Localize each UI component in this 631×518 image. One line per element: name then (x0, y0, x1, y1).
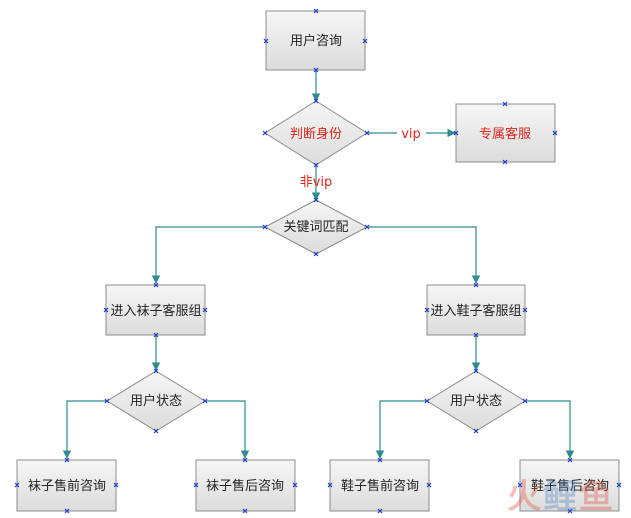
connection-anchor (552, 130, 558, 136)
edge-shoe-status-post (525, 400, 575, 459)
connection-anchor (242, 457, 248, 463)
connection-anchor (202, 398, 208, 404)
connection-anchor (263, 38, 269, 44)
node-sock-status[interactable]: 用户状态 (106, 370, 206, 432)
connection-anchor (313, 197, 319, 203)
connection-anchor (473, 282, 479, 288)
node-shoe-pre-label: 鞋子售前咨询 (341, 478, 419, 494)
node-consult-label: 用户咨询 (290, 33, 342, 49)
watermark-logo: 火鲤鱼 (507, 469, 615, 518)
node-sock-group[interactable]: 进入袜子客服组 (105, 284, 206, 336)
connection-anchor (64, 508, 70, 514)
connection-anchor (364, 224, 370, 230)
connection-anchor (103, 307, 109, 313)
edge-sock-status-pre (62, 400, 107, 459)
node-sock-status-label: 用户状态 (130, 393, 182, 409)
connection-anchor (473, 428, 479, 434)
connection-anchor (426, 482, 432, 488)
connection-anchor (262, 224, 268, 230)
edge-shoe-status-pre (375, 400, 427, 459)
node-consult[interactable]: 用户咨询 (265, 10, 366, 71)
node-shoe-group-label: 进入鞋子客服组 (430, 303, 521, 319)
connection-anchor (517, 482, 523, 488)
connection-anchor (193, 482, 199, 488)
connection-anchor (202, 307, 208, 313)
node-sock-pre[interactable]: 袜子售前咨询 (16, 459, 117, 512)
connection-anchor (377, 508, 383, 514)
connection-anchor (424, 398, 430, 404)
node-shoe-post-label: 鞋子售后咨询 (531, 478, 609, 494)
node-identity[interactable]: 判断身份 (264, 100, 368, 166)
node-shoe-pre[interactable]: 鞋子售前咨询 (329, 459, 430, 512)
node-sock-post-label: 袜子售后咨询 (206, 478, 284, 494)
node-identity-label: 判断身份 (290, 126, 342, 142)
edge-keyword-shoe-group (367, 226, 481, 284)
connection-anchor (113, 482, 119, 488)
connection-anchor (522, 398, 528, 404)
node-sock-group-label: 进入袜子客服组 (110, 303, 201, 319)
connection-anchor (153, 282, 159, 288)
connection-anchor (313, 98, 319, 104)
connection-anchor (364, 130, 370, 136)
connection-anchor (313, 251, 319, 257)
connection-anchor (362, 38, 368, 44)
connection-anchor (153, 332, 159, 338)
connection-anchor (567, 457, 573, 463)
node-shoe-status-label: 用户状态 (450, 393, 502, 409)
node-keyword-label: 关键词匹配 (283, 220, 348, 235)
connection-anchor (502, 101, 508, 107)
connection-anchor (424, 307, 430, 313)
edge-label-vip: vip (401, 127, 421, 142)
connection-anchor (153, 368, 159, 374)
connection-anchor (453, 130, 459, 136)
edge-sock-status-post (205, 400, 250, 459)
connection-anchor (242, 508, 248, 514)
node-vip-service-label: 专属客服 (479, 126, 531, 142)
node-sock-post[interactable]: 袜子售后咨询 (195, 459, 296, 512)
connection-anchor (313, 67, 319, 73)
connection-anchors (14, 8, 622, 514)
connection-anchor (153, 428, 159, 434)
node-shoe-group[interactable]: 进入鞋子客服组 (426, 284, 526, 336)
connection-anchor (14, 482, 20, 488)
watermark-char-2: 鲤 (543, 477, 579, 517)
connection-anchor (473, 368, 479, 374)
edge-label-non-vip: 非vip (300, 175, 333, 190)
connection-anchor (377, 457, 383, 463)
connection-anchor (567, 508, 573, 514)
node-vip-service[interactable]: 专属客服 (455, 103, 556, 163)
connection-anchor (616, 482, 622, 488)
node-keyword[interactable]: 关键词匹配 (263, 199, 369, 255)
connection-anchor (262, 130, 268, 136)
watermark-char-1: 火 (507, 477, 543, 517)
edges (62, 71, 575, 459)
connection-anchor (522, 307, 528, 313)
node-shoe-status[interactable]: 用户状态 (426, 370, 526, 432)
edge-keyword-sock-group (151, 226, 265, 284)
connection-anchor (292, 482, 298, 488)
connection-anchor (104, 398, 110, 404)
node-sock-pre-label: 袜子售前咨询 (28, 478, 106, 494)
connection-anchor (502, 159, 508, 165)
connection-anchor (64, 457, 70, 463)
connection-anchor (327, 482, 333, 488)
connection-anchor (313, 162, 319, 168)
connection-anchor (313, 8, 319, 14)
connection-anchor (473, 332, 479, 338)
watermark-char-3: 鱼 (579, 477, 615, 517)
